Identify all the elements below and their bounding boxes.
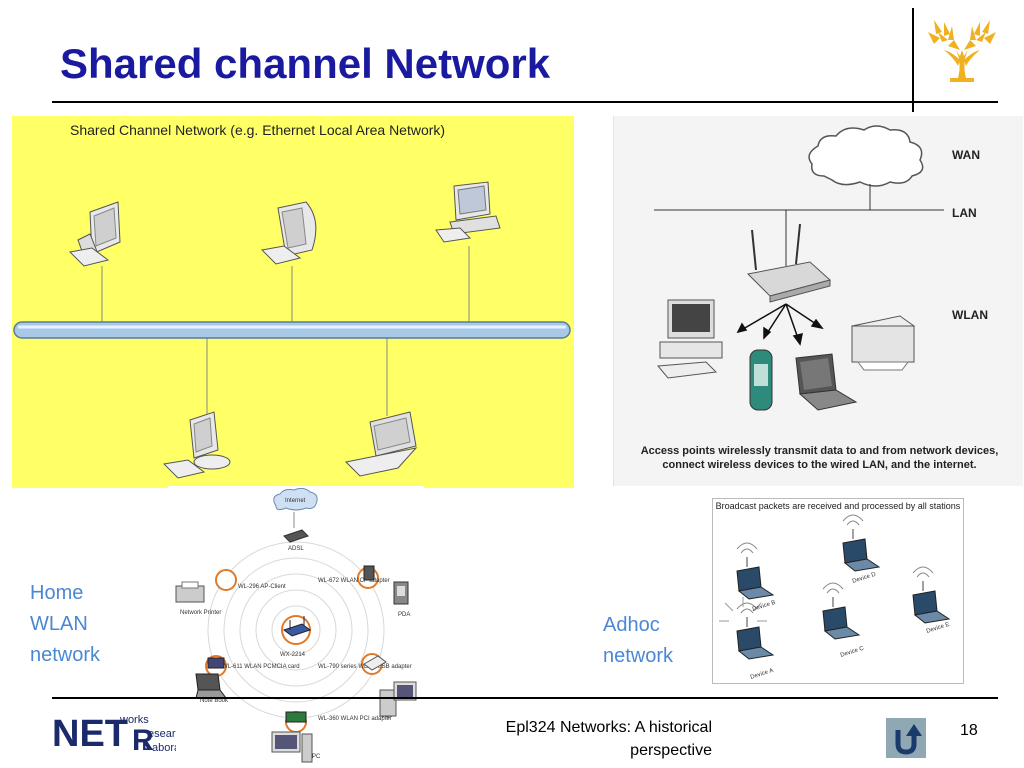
adhoc-drawing: Device A Device B Device C [719, 514, 951, 681]
cf-adapter-icon [363, 565, 375, 581]
u-turn-arrow-icon [895, 724, 922, 755]
device-label: Device A [750, 668, 774, 681]
device-label: Device C [840, 645, 866, 658]
device-label: Device D [852, 571, 878, 584]
desktop-computer-icon [657, 299, 723, 379]
node-label: WL-790 series WLAN USB adapter [318, 664, 412, 670]
lan-label: LAN [952, 206, 977, 220]
desktop-computer-icon [68, 201, 121, 267]
laptop-icon [344, 411, 418, 477]
netrl-logo: NET R L works esearch abora [52, 712, 176, 758]
adhoc-diagram-caption: Broadcast packets are received and proce… [715, 501, 961, 511]
notebook-icon [195, 673, 227, 699]
pci-adapter-icon [285, 711, 307, 723]
device-label: Device B [752, 600, 777, 613]
title-underline [52, 101, 998, 103]
adhoc-label: Adhoc network [603, 614, 674, 667]
footer-rule [52, 697, 998, 699]
ethernet-bus-icon [13, 321, 571, 339]
device-label: Device E [926, 622, 951, 635]
home-wlan-diagram: Internet ADSL WX-2214 WL-296 AP-Client W… [168, 486, 424, 766]
slide-title: Shared channel Network [60, 40, 551, 87]
center-label: WX-2214 [280, 652, 306, 658]
access-point-icon [746, 223, 832, 303]
laptop-icon [795, 353, 858, 411]
page-number: 18 [960, 722, 978, 739]
wireless-router-icon [282, 616, 312, 637]
pcmcia-card-icon [207, 657, 225, 669]
logo-l-text: L [142, 737, 152, 754]
desktop-computer-icon [379, 681, 417, 717]
node-label: Internet [285, 498, 306, 504]
desktop-computer-icon [435, 181, 501, 243]
node-label: Network Printer [180, 610, 221, 616]
logo-esearch-text: esearch [148, 728, 176, 740]
internet-cloud-icon [808, 125, 924, 187]
logo-works-text: works [120, 714, 149, 726]
node-label: Note Book [200, 698, 229, 704]
shared-diagram-caption: Shared Channel Network (e.g. Ethernet Lo… [70, 122, 446, 138]
desktop-computer-icon [271, 731, 313, 763]
wireless-laptop-icon [822, 582, 861, 640]
logo-net-text: NET [52, 713, 128, 755]
university-logo-icon [928, 20, 996, 82]
footer-text: Epl324 Networks: A historical perspectiv… [505, 719, 712, 759]
broadcast-burst-icon [719, 597, 767, 622]
desktop-computer-icon [162, 411, 231, 479]
network-printer-icon [175, 581, 205, 603]
home-wlan-label: Home WLAN network [30, 582, 101, 666]
wireless-laptop-icon [912, 566, 951, 624]
internet-cloud-icon [273, 487, 318, 511]
logo-abora-text: abora [152, 742, 176, 754]
shared-channel-diagram: Shared Channel Network (e.g. Ethernet Lo… [12, 116, 574, 488]
wlan-diagram: WAN LAN WLAN Access points wirelessly tr… [613, 116, 1023, 486]
title-divider [912, 8, 914, 112]
logo-r-text: R [132, 724, 154, 757]
wan-label: WAN [952, 148, 980, 162]
wlan-label: WLAN [952, 308, 988, 322]
printer-icon [850, 315, 916, 371]
wireless-laptop-icon [842, 514, 881, 572]
wlan-drawing [654, 125, 944, 411]
node-label: WL-296 AP-Client [238, 584, 286, 590]
node-label: WL-360 WLAN PCI adapter [318, 716, 392, 722]
wlan-diagram-caption: Access points wirelessly transmit data t… [640, 445, 999, 471]
modem-icon [283, 529, 309, 543]
home-wlan-drawing: Internet ADSL WX-2214 WL-296 AP-Client W… [175, 487, 417, 763]
nav-back-button[interactable] [886, 718, 926, 758]
adhoc-diagram: Broadcast packets are received and proce… [712, 498, 964, 684]
shared-bus-drawing [13, 181, 571, 479]
node-label: ADSL [288, 546, 304, 552]
node-label: WL-672 WLAN CF adapter [318, 578, 390, 584]
node-label: WL-611 WLAN PCMCIA card [222, 664, 300, 670]
node-label: PC [382, 714, 391, 720]
wireless-laptop-icon [736, 602, 775, 660]
wireless-laptop-icon [736, 542, 775, 600]
pda-icon [749, 349, 773, 411]
usb-adapter-icon [363, 655, 387, 671]
node-label: PC [312, 754, 321, 760]
desktop-computer-icon [260, 201, 317, 265]
node-label: PDA [398, 612, 410, 618]
pda-icon [393, 581, 409, 605]
